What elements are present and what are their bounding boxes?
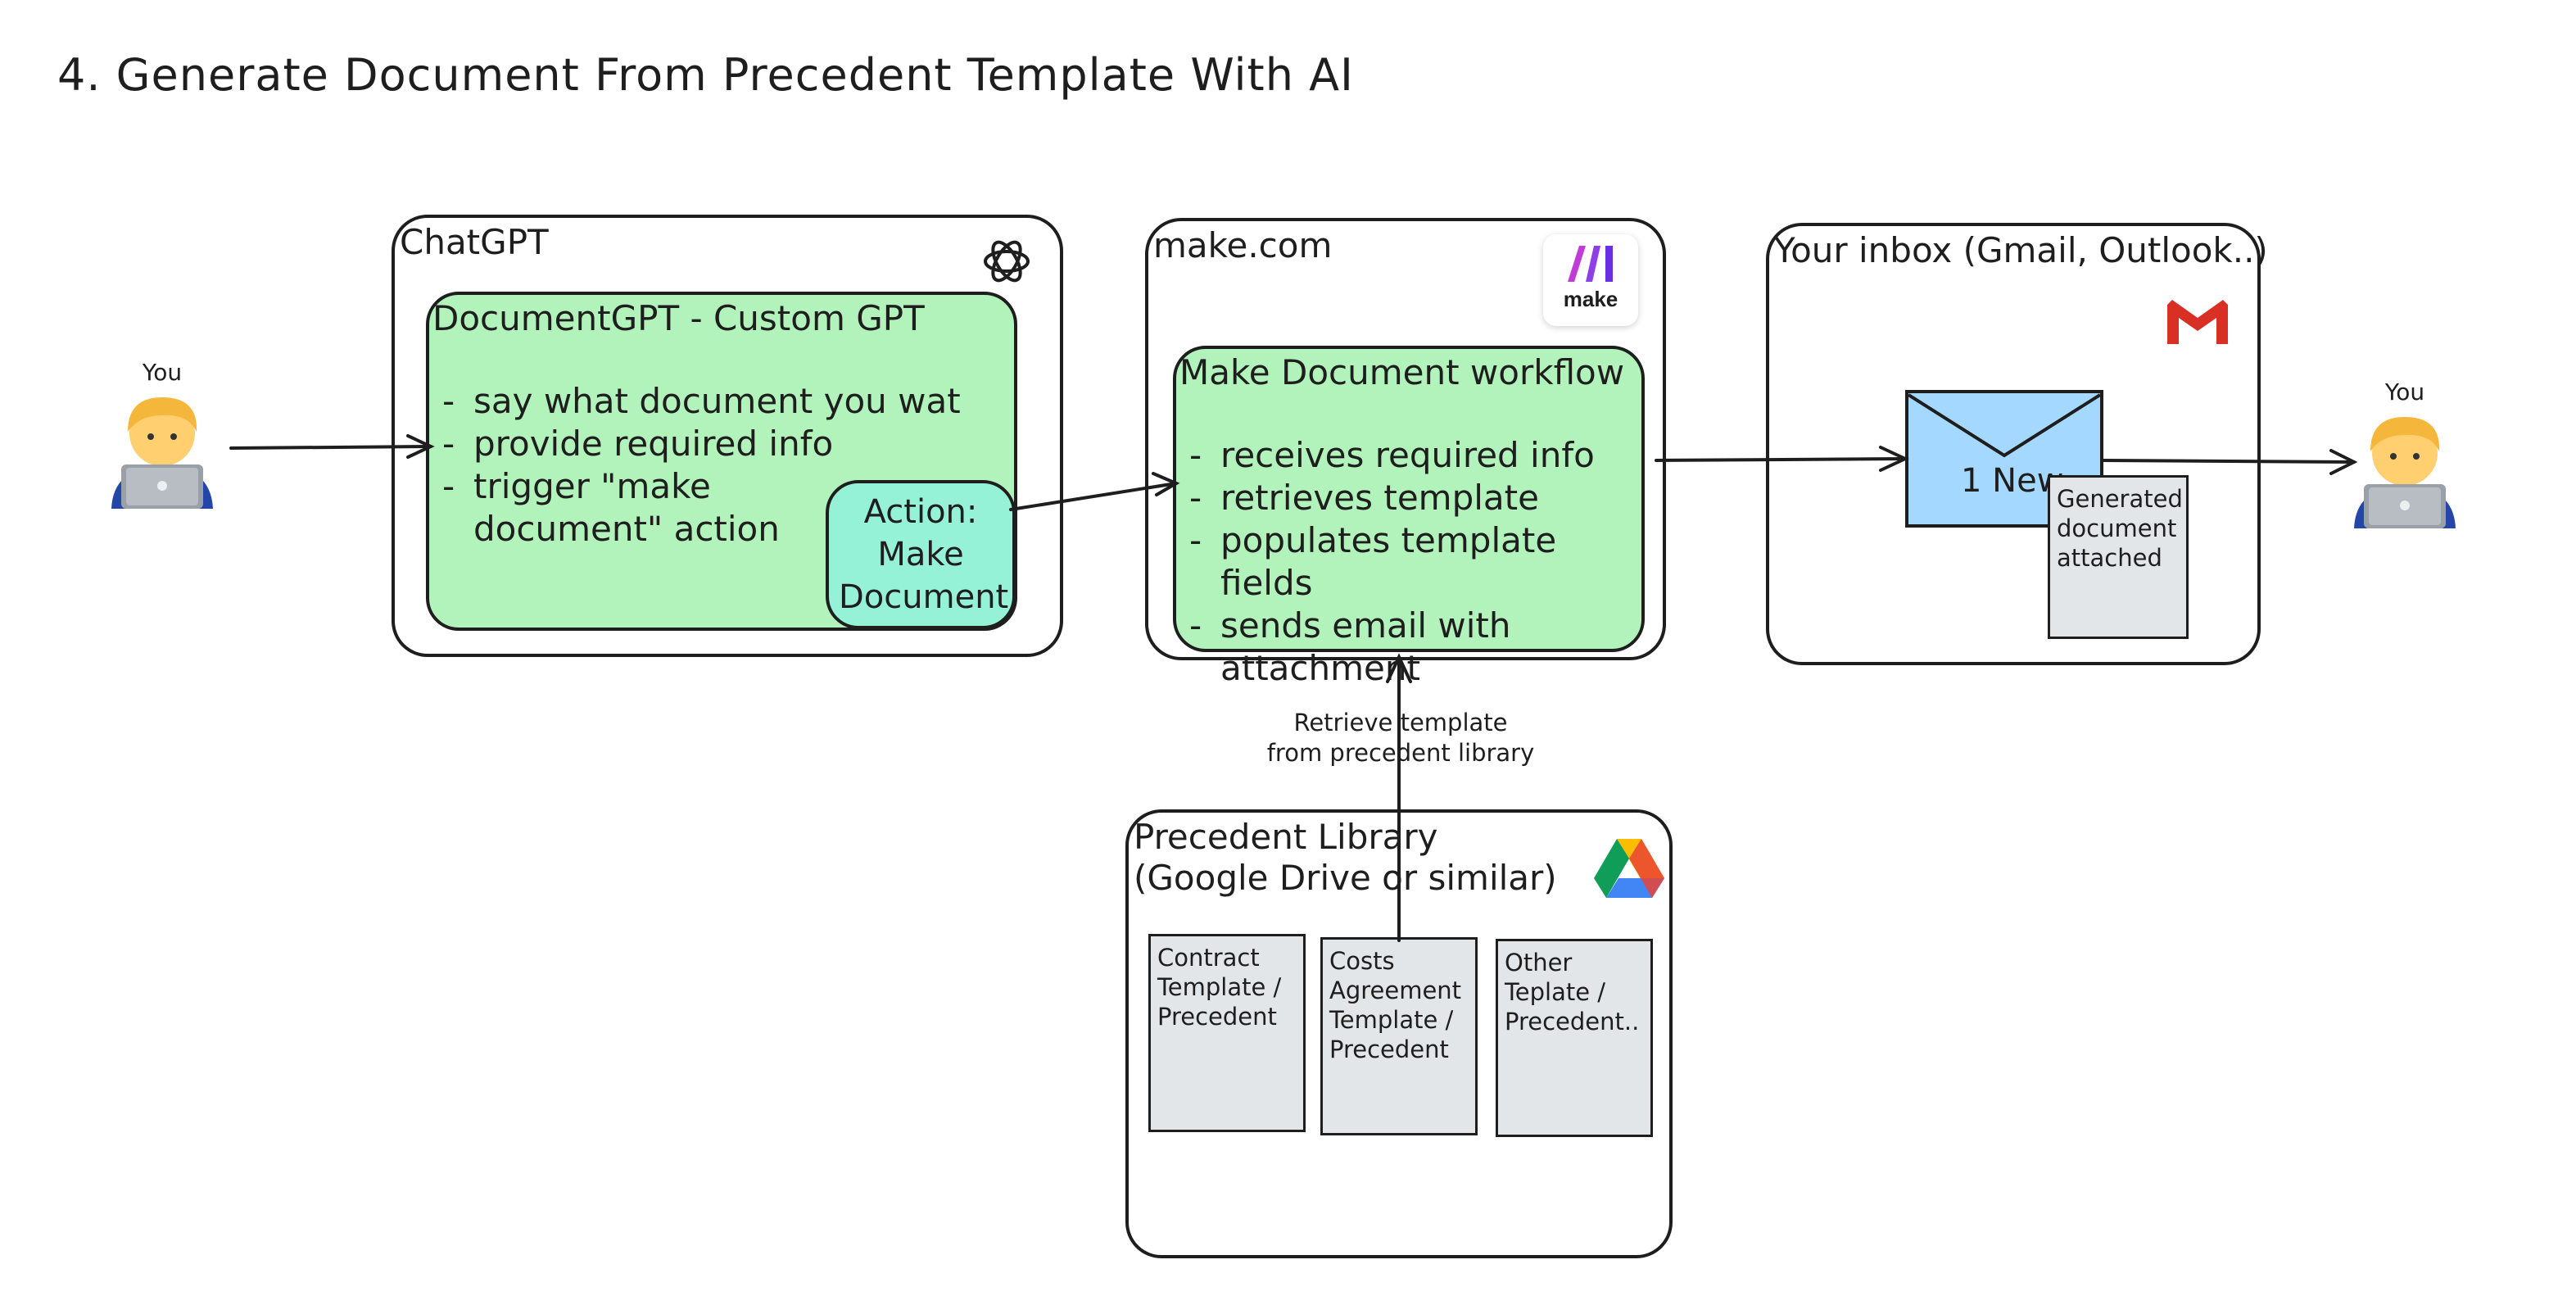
gmail-logo-icon: [2166, 298, 2230, 346]
make-logo-icon: make: [1543, 234, 1638, 326]
arrow-action-to-make: [1009, 472, 1180, 511]
chatgpt-frame: ChatGPT DocumentGPT - Custom GPT say wha…: [392, 215, 1063, 657]
list-item: say what document you wat: [442, 380, 967, 423]
template-doc-contract: Contract Template / Precedent: [1148, 934, 1306, 1132]
new-email-count: 1 New: [1961, 462, 2064, 500]
chatgpt-steps-list: say what document you wat provide requir…: [442, 380, 967, 551]
make-workflow-card-title: Make Document workflow: [1179, 352, 1625, 392]
make-logo-text: make: [1563, 287, 1618, 311]
user-left-label: You: [142, 359, 183, 386]
make-label: make.com: [1153, 225, 1333, 265]
inbox-label: Your inbox (Gmail, Outlook..): [1774, 230, 2268, 270]
template-doc-costs-agreement: Costs Agreement Template / Precedent: [1320, 937, 1478, 1135]
user-left: You: [97, 359, 228, 514]
chatgpt-label: ChatGPT: [400, 222, 549, 262]
make-document-action-label: Action: Make Document: [839, 493, 1009, 616]
make-workflow-card: Make Document workflow receives required…: [1173, 346, 1645, 688]
precedent-library-label-line2: (Google Drive or similar): [1134, 858, 1557, 898]
documentgpt-card: DocumentGPT - Custom GPT say what docume…: [426, 292, 1017, 631]
user-right: You: [2339, 378, 2470, 534]
list-item: populates template fields: [1189, 519, 1645, 605]
page-title: 4. Generate Document From Precedent Temp…: [57, 49, 1354, 101]
person-with-laptop-icon: [2354, 417, 2456, 528]
list-item: trigger "make document" action: [442, 465, 817, 551]
inbox-frame: Your inbox (Gmail, Outlook..) 1 New Gene…: [1766, 223, 2268, 665]
make-document-action: Action: Make Document: [826, 480, 1016, 629]
arrow-user-to-chatgpt: [229, 434, 435, 459]
template-doc-other: Other Teplate / Precedent..: [1496, 939, 1653, 1137]
arrow-make-to-inbox: [1655, 446, 1909, 472]
openai-logo-icon: [984, 240, 1030, 283]
precedent-library-label-line1: Precedent Library: [1134, 817, 1438, 857]
generated-document-attachment: Generated document attached: [2048, 475, 2189, 639]
user-right-label: You: [2384, 378, 2425, 406]
arrow-library-to-make: [1386, 653, 1412, 942]
list-item: retrieves template: [1189, 477, 1645, 519]
google-drive-logo-icon: [1594, 839, 1664, 898]
make-steps-list: receives required info retrieves templat…: [1189, 434, 1645, 690]
envelope-flap-icon: [1908, 393, 2100, 458]
person-with-laptop-icon: [111, 397, 213, 509]
make-frame: make.com make Make Document workflow rec…: [1145, 218, 1666, 688]
documentgpt-card-title: DocumentGPT - Custom GPT: [432, 298, 925, 338]
list-item: provide required info: [442, 423, 967, 465]
arrow-inbox-to-user: [2102, 449, 2358, 475]
list-item: receives required info: [1189, 434, 1645, 477]
